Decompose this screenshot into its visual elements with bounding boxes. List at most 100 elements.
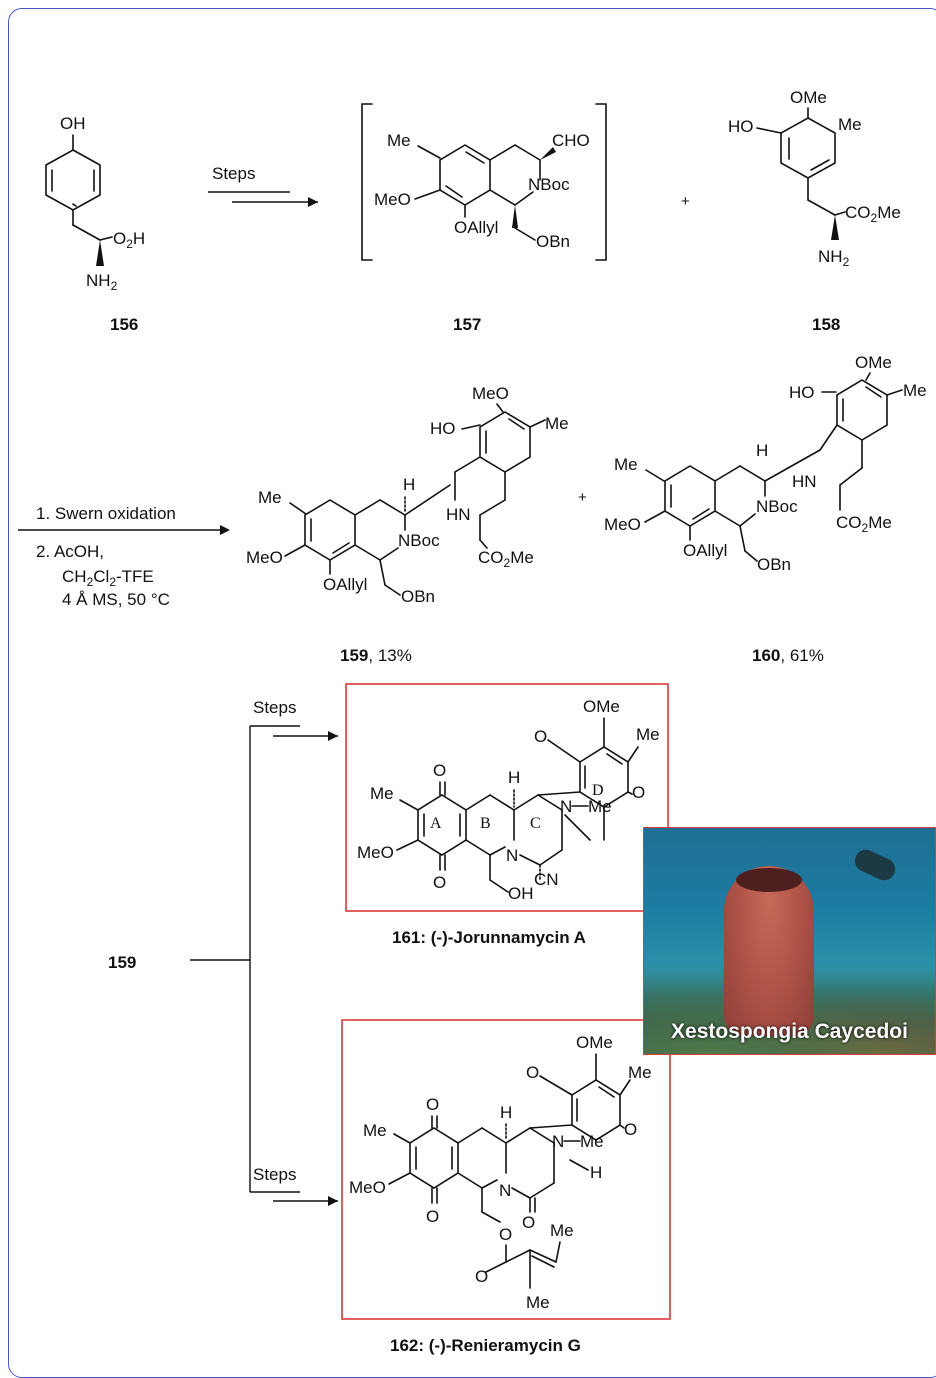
svg-text:H: H — [590, 1163, 602, 1182]
svg-text:NBoc: NBoc — [398, 531, 440, 550]
highlight-box-162 — [341, 1019, 671, 1320]
svg-text:N: N — [506, 846, 518, 865]
svg-text:HO: HO — [728, 117, 754, 136]
structure-159: Me H NBoc MeO OAllyl OBn HO MeO Me HN — [246, 384, 569, 606]
svg-text:OMe: OMe — [583, 697, 620, 716]
svg-text:NH2: NH2 — [86, 271, 118, 293]
svg-text:N: N — [552, 1132, 564, 1151]
sponge-opening — [736, 868, 802, 892]
solvent-label: CH2Cl2-TFE — [62, 567, 154, 589]
label-162: 162: (-)-Renieramycin G — [390, 1336, 581, 1355]
svg-text:MeO: MeO — [357, 843, 394, 862]
structure-157: Me CHO NBoc MeO OAllyl OBn — [361, 103, 607, 261]
svg-text:O: O — [426, 1095, 439, 1114]
svg-text:OH: OH — [60, 114, 86, 133]
svg-text:HN: HN — [792, 472, 817, 491]
label-159: 159, 13% — [340, 646, 412, 665]
label-156: 156 — [110, 315, 138, 334]
svg-text:D: D — [592, 782, 604, 799]
svg-text:O: O — [522, 1213, 535, 1232]
svg-text:O: O — [433, 761, 446, 780]
svg-text:CHO: CHO — [552, 131, 590, 150]
svg-text:O: O — [499, 1225, 512, 1244]
plus-2: + — [578, 489, 587, 506]
svg-text:Me: Me — [588, 797, 612, 816]
svg-text:CN: CN — [534, 870, 559, 889]
svg-text:CO2Me: CO2Me — [836, 513, 892, 535]
svg-text:O: O — [426, 1207, 439, 1226]
steps-label-3: Steps — [253, 1165, 296, 1184]
svg-text:Me: Me — [370, 784, 394, 803]
svg-text:OMe: OMe — [576, 1033, 613, 1052]
svg-text:MeO: MeO — [374, 190, 411, 209]
svg-text:Me: Me — [526, 1293, 550, 1312]
svg-text:OBn: OBn — [536, 232, 570, 251]
acoh-label: 2. AcOH, — [36, 542, 104, 561]
structure-160: Me H NBoc MeO OAllyl OBn HO OMe Me HN CO — [604, 353, 927, 574]
svg-text:H: H — [756, 441, 768, 460]
svg-text:OMe: OMe — [855, 353, 892, 372]
svg-text:Me: Me — [580, 1132, 604, 1151]
svg-text:O: O — [526, 1063, 539, 1082]
svg-text:Me: Me — [614, 455, 638, 474]
svg-text:N: N — [560, 797, 572, 816]
svg-text:CO2Me: CO2Me — [478, 548, 534, 570]
svg-text:NBoc: NBoc — [528, 175, 570, 194]
svg-text:NBoc: NBoc — [756, 497, 798, 516]
svg-text:B: B — [480, 815, 491, 832]
svg-text:A: A — [430, 815, 442, 832]
svg-text:Me: Me — [628, 1063, 652, 1082]
svg-text:O2H: O2H — [113, 229, 145, 251]
svg-text:Me: Me — [636, 725, 660, 744]
svg-text:O: O — [475, 1267, 488, 1286]
svg-text:Me: Me — [838, 115, 862, 134]
swern-label: 1. Swern oxidation — [36, 504, 176, 523]
structure-161: O A Me MeO O B N H C OH CN — [357, 697, 660, 903]
svg-text:OH: OH — [508, 884, 534, 903]
svg-text:MeO: MeO — [246, 548, 283, 567]
svg-text:Me: Me — [387, 131, 411, 150]
svg-text:NH2: NH2 — [818, 247, 850, 269]
svg-text:CO2Me: CO2Me — [845, 203, 901, 225]
svg-text:OAllyl: OAllyl — [454, 218, 498, 237]
svg-text:OBn: OBn — [757, 555, 791, 574]
highlight-box-161 — [345, 683, 669, 912]
svg-text:Me: Me — [550, 1221, 574, 1240]
label-157: 157 — [453, 315, 481, 334]
svg-text:MeO: MeO — [472, 384, 509, 403]
diver-shape — [851, 846, 899, 884]
svg-text:MeO: MeO — [349, 1178, 386, 1197]
label-158: 158 — [812, 315, 840, 334]
steps-label-1: Steps — [212, 164, 255, 183]
svg-text:MeO: MeO — [604, 515, 641, 534]
svg-text:HO: HO — [789, 383, 815, 402]
label-160: 160, 61% — [752, 646, 824, 665]
branch-arrows: 159 Steps Steps — [108, 698, 338, 1206]
svg-text:O: O — [632, 783, 645, 802]
label-161: 161: (-)-Jorunnamycin A — [392, 928, 586, 947]
svg-text:HO: HO — [430, 419, 456, 438]
svg-text:Me: Me — [258, 488, 282, 507]
svg-text:C: C — [530, 815, 541, 832]
arrow-swern: 1. Swern oxidation 2. AcOH, CH2Cl2-TFE 4… — [18, 504, 230, 609]
svg-text:Me: Me — [363, 1121, 387, 1140]
svg-text:Me: Me — [903, 381, 927, 400]
steps-label-2: Steps — [253, 698, 296, 717]
sponge-photo: Xestospongia Caycedoi — [643, 827, 936, 1055]
svg-text:OMe: OMe — [790, 88, 827, 107]
svg-text:N: N — [499, 1181, 511, 1200]
svg-text:O: O — [534, 727, 547, 746]
svg-text:H: H — [403, 475, 415, 494]
svg-text:HN: HN — [446, 505, 471, 524]
svg-text:OAllyl: OAllyl — [683, 541, 727, 560]
ms-label: 4 Å MS, 50 °C — [62, 590, 170, 609]
svg-text:OAllyl: OAllyl — [323, 575, 367, 594]
plus-1: + — [681, 193, 690, 210]
structure-156: OH O2H NH2 — [45, 114, 145, 293]
svg-text:O: O — [433, 873, 446, 892]
photo-caption: Xestospongia Caycedoi — [671, 1020, 908, 1043]
svg-text:H: H — [508, 768, 520, 787]
label-159-start: 159 — [108, 953, 136, 972]
svg-text:Me: Me — [545, 414, 569, 433]
